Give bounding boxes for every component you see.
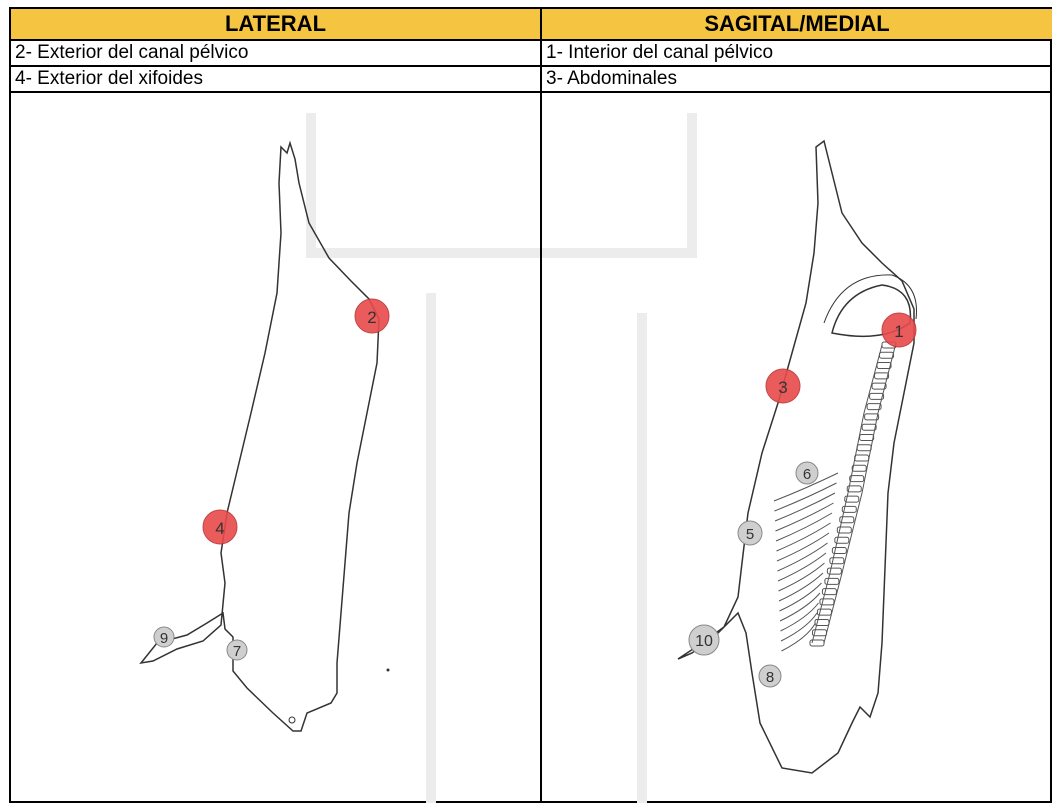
row-divider (11, 91, 1050, 93)
vertebra (857, 445, 871, 451)
vertebra (880, 352, 894, 358)
vertebra (855, 455, 869, 461)
medial-carcass-diagram: 1 3 6 5 10 8 (542, 113, 1052, 803)
vertebra (875, 373, 889, 379)
vertebra (862, 424, 876, 430)
marker-3-label: 3 (778, 378, 787, 397)
medial-row-2: 3- Abdominales (542, 67, 1052, 91)
marker-1-label: 1 (894, 322, 903, 341)
rib (782, 623, 816, 651)
marker-4: 4 (203, 510, 237, 544)
lateral-carcass-outline (141, 143, 379, 731)
marker-5-label: 5 (746, 526, 754, 543)
header-lateral: LATERAL (11, 9, 540, 39)
lateral-row-1: 2- Exterior del canal pélvico (11, 41, 540, 65)
watermark-logo (542, 113, 692, 803)
marker-2: 2 (355, 299, 389, 333)
rib (781, 613, 817, 641)
vertebra (877, 363, 891, 369)
marker-10-label: 10 (695, 633, 713, 650)
vertebra (852, 465, 866, 471)
vertebra (850, 476, 864, 482)
marker-4-label: 4 (215, 519, 224, 538)
marker-1: 1 (882, 313, 916, 347)
marker-9-label: 9 (160, 630, 168, 647)
vertebra (860, 434, 874, 440)
marker-10: 10 (689, 625, 719, 655)
marker-2-label: 2 (367, 308, 376, 327)
lateral-carcass-diagram: 2 4 9 7 (11, 113, 540, 803)
medial-row-1: 1- Interior del canal pélvico (542, 41, 1052, 65)
marker-8-label: 8 (766, 669, 774, 686)
marker-7: 7 (227, 640, 247, 660)
marker-3: 3 (766, 369, 800, 403)
marker-9: 9 (154, 627, 174, 647)
marker-5: 5 (738, 521, 762, 545)
marker-8: 8 (759, 665, 781, 687)
medial-carcass-outline (678, 141, 914, 773)
marker-6: 6 (796, 462, 818, 484)
comparison-table: LATERAL SAGITAL/MEDIAL 2- Exterior del c… (9, 7, 1052, 803)
watermark-logo (311, 113, 540, 803)
marker-6-label: 6 (803, 466, 811, 483)
header-sagital-medial: SAGITAL/MEDIAL (542, 9, 1052, 39)
lateral-row-2: 4- Exterior del xifoides (11, 67, 540, 91)
marker-7-label: 7 (233, 643, 241, 660)
